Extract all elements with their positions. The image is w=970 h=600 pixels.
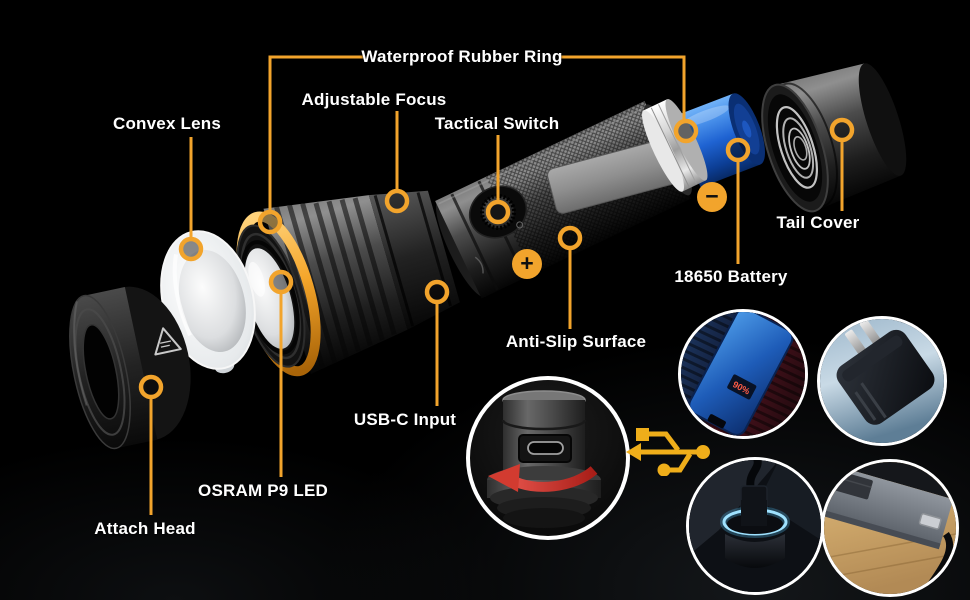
photo-laptop [821,459,959,597]
car-charger-photo-art [689,460,821,592]
usb-port-closeup [487,390,601,528]
callout-label-usb-c-input: USB-C Input [353,410,457,429]
flashlight-head [236,190,460,377]
wall-charger-photo-art [820,319,944,443]
callout-lines [149,55,844,515]
polarity-plus-icon: + [512,249,542,279]
photo-wall-charger [817,316,947,446]
target-ring-icon [829,117,855,143]
callout-line-waterproof-left [268,55,364,212]
callout-label-tail-cover: Tail Cover [776,213,860,232]
laser-warning-icon [154,327,182,356]
target-ring-icon [557,225,583,251]
rotate-arrow-icon [488,464,598,492]
callout-label-tactical-switch: Tactical Switch [434,114,560,133]
target-ring-icon [178,236,204,262]
callout-label-attach-head: Attach Head [94,519,196,538]
usb-c-port [527,441,564,455]
attach-head-part [69,286,191,450]
target-ring-icon [384,188,410,214]
laptop-photo-art [824,462,956,594]
target-ring-icon [257,209,283,235]
callout-label-anti-slip-surface: Anti-Slip Surface [505,332,647,351]
target-ring-icon [424,279,450,305]
tail-spring [775,106,819,189]
callout-label-waterproof-rubber-ring: Waterproof Rubber Ring [361,47,563,66]
power-bank-photo-art: 90% [681,312,805,436]
polarity-minus-icon: − [697,182,727,212]
target-ring-icon [268,269,294,295]
callout-label-osram-p9-led: OSRAM P9 LED [198,481,328,500]
usb-port-inset [466,376,630,540]
photo-power-bank: 90% [678,309,808,439]
callout-line-waterproof-right [560,55,686,121]
callout-label-adjustable-focus: Adjustable Focus [301,90,447,109]
photo-car-charger [686,457,824,595]
target-ring-icon [138,374,164,400]
usb-trident-icon [626,428,710,476]
callout-label-18650-battery: 18650 Battery [674,267,788,286]
target-ring-icon [725,137,751,163]
usb-plug [918,513,942,530]
callout-markers [138,117,855,400]
target-ring-icon [673,118,699,144]
target-ring-icon [485,199,511,225]
callout-label-convex-lens: Convex Lens [112,114,222,133]
